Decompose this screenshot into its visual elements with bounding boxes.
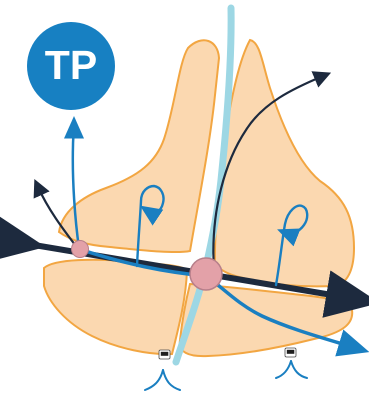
central-entry-point — [190, 258, 222, 290]
right-camera-icon — [285, 348, 296, 357]
tp-badge: TP — [27, 22, 115, 110]
left-camera-icon — [159, 350, 170, 359]
right-bottom-branch — [276, 361, 307, 378]
right-upper-lobe — [215, 40, 354, 286]
tp-badge-label: TP — [45, 42, 97, 88]
left-lower-lobe — [44, 260, 187, 354]
left-bottom-branch — [145, 370, 180, 390]
left-entry-point — [72, 241, 89, 258]
